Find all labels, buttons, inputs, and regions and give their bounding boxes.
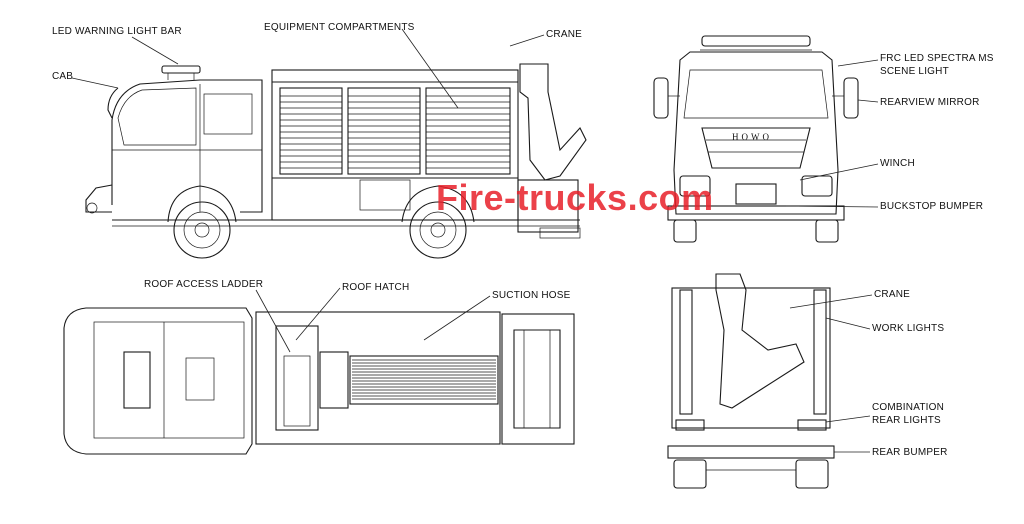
side-crane	[519, 63, 587, 181]
top-cab	[63, 307, 253, 455]
label-crane-side: CRANE	[546, 29, 583, 40]
cab-outline	[111, 79, 263, 213]
label-frc-led-line1: FRC LED SPECTRA MS	[880, 53, 994, 64]
front-light-bar	[701, 35, 811, 47]
top-crane-base	[501, 313, 575, 445]
label-suction-hose: SUCTION HOSE	[492, 290, 571, 301]
left-mirror	[653, 77, 669, 119]
rear-crane	[715, 273, 805, 409]
left-work-lights	[679, 289, 693, 415]
grille	[701, 127, 811, 169]
leader-lines	[71, 28, 879, 453]
right-work-lights	[813, 289, 827, 415]
equipment-compartments	[279, 87, 511, 175]
label-frc-led-line2: SCENE LIGHT	[880, 66, 949, 77]
label-winch: WINCH	[880, 158, 915, 169]
windshield	[683, 69, 829, 119]
rear-wheel	[401, 185, 475, 259]
grille-brand-text: HOWO	[732, 132, 772, 142]
label-roof-hatch: ROOF HATCH	[342, 282, 410, 293]
label-rearview-mirror: REARVIEW MIRROR	[880, 97, 980, 108]
rear-body	[671, 287, 831, 429]
roof-hatch	[319, 351, 349, 409]
top-body	[255, 311, 501, 445]
rear-bumper-shape	[667, 445, 835, 459]
label-combination-line1: COMBINATION	[872, 402, 945, 413]
label-combination-line2: REAR LIGHTS	[872, 415, 941, 426]
front-view	[653, 35, 859, 243]
top-view	[63, 307, 575, 455]
label-equipment-compartments: EQUIPMENT COMPARTMENTS	[264, 22, 415, 33]
led-light-bar	[161, 65, 201, 74]
watermark: Fire-trucks.com	[436, 177, 714, 218]
rear-view	[667, 273, 835, 489]
winch	[735, 183, 777, 205]
suction-hose	[349, 355, 499, 405]
label-cab: CAB	[52, 71, 74, 82]
side-view	[85, 63, 587, 259]
label-buckstop-bumper: BUCKSTOP BUMPER	[880, 201, 984, 212]
roof-access-ladder	[275, 325, 319, 431]
label-led-warning-light-bar: LED WARNING LIGHT BAR	[52, 26, 182, 37]
label-rear-bumper: REAR BUMPER	[872, 447, 948, 458]
label-work-lights: WORK LIGHTS	[872, 323, 945, 334]
front-cab-outline	[673, 51, 839, 215]
right-mirror	[843, 77, 859, 119]
buckstop-bumper	[667, 205, 845, 221]
label-crane-rear: CRANE	[874, 289, 911, 300]
label-roof-access-ladder: ROOF ACCESS LADDER	[144, 279, 264, 290]
front-wheel	[167, 185, 237, 259]
